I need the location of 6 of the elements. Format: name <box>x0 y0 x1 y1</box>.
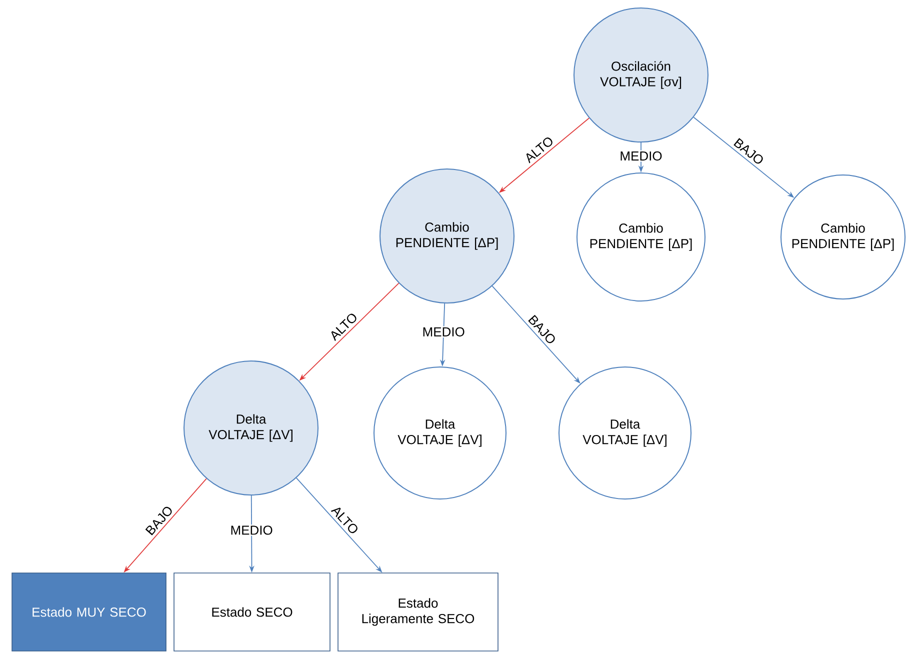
edge-label: MEDIO <box>423 327 464 336</box>
state-box: Estado SECO <box>174 572 330 652</box>
edge-label: MEDIO <box>231 526 272 535</box>
state-box: Estado MUY SECO <box>12 572 166 652</box>
state-box: Estado Ligeramente SECO <box>338 572 498 652</box>
edge-label: MEDIO <box>620 151 662 161</box>
